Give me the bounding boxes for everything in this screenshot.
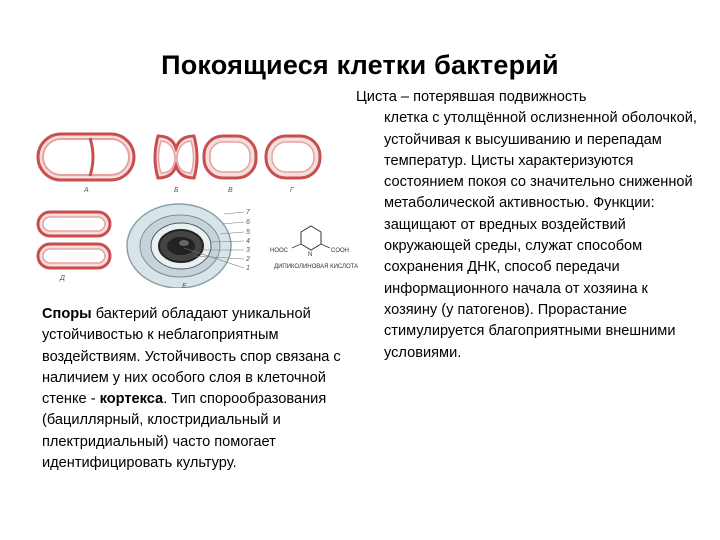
spore-cross-section: Е	[126, 203, 232, 288]
cell-b: Б	[153, 134, 199, 194]
spores-description: Споры бактерий обладают уникальной устой…	[42, 304, 342, 474]
label-e: Е	[182, 283, 187, 288]
svg-text:5: 5	[246, 229, 250, 236]
layer-numbers: 7 6 5 4 3 2 1	[183, 209, 251, 272]
label-b: Б	[174, 187, 179, 194]
label-g: Г	[290, 187, 295, 194]
svg-text:6: 6	[246, 219, 250, 226]
label-a: А	[83, 187, 89, 194]
label-d: Д	[59, 275, 65, 282]
spores-text-part1: бактерий обладают уникальной устойчивост…	[42, 306, 341, 408]
svg-text:HOOC: HOOC	[270, 248, 289, 254]
dipicolinic-acid-structure: HOOC N COOH ДИПИКОЛИНОВАЯ КИСЛОТА	[270, 225, 358, 270]
cell-g: Г	[264, 134, 322, 194]
svg-text:7: 7	[246, 209, 251, 216]
cortex-term: кортекса	[99, 391, 164, 408]
spores-text-part2: . Тип спорообразования (бациллярный, кло…	[42, 391, 327, 472]
svg-text:COOH: COOH	[331, 248, 349, 254]
svg-text:2: 2	[245, 256, 250, 263]
cell-d: Д	[36, 210, 112, 282]
label-v: В	[228, 187, 233, 194]
cell-a: А	[36, 132, 136, 194]
cyst-text: клетка с утолщённой ослизненной оболочко…	[384, 110, 697, 361]
svg-text:3: 3	[246, 247, 250, 254]
bacteria-resting-cells-illustration: А Б В Г Д Е 7 6	[36, 132, 358, 288]
svg-text:4: 4	[246, 238, 250, 245]
cyst-first-line: Циста – потерявшая подвижность	[356, 89, 587, 105]
cell-v: В	[202, 134, 258, 194]
svg-text:1: 1	[246, 265, 250, 272]
svg-text:N: N	[308, 252, 312, 258]
slide-title: Покоящиеся клетки бактерий	[161, 50, 559, 80]
svg-text:ДИПИКОЛИНОВАЯ КИСЛОТА: ДИПИКОЛИНОВАЯ КИСЛОТА	[274, 264, 358, 270]
spores-term: Споры	[42, 306, 92, 322]
cyst-description: Циста – потерявшая подвижность клетка с …	[356, 87, 701, 364]
